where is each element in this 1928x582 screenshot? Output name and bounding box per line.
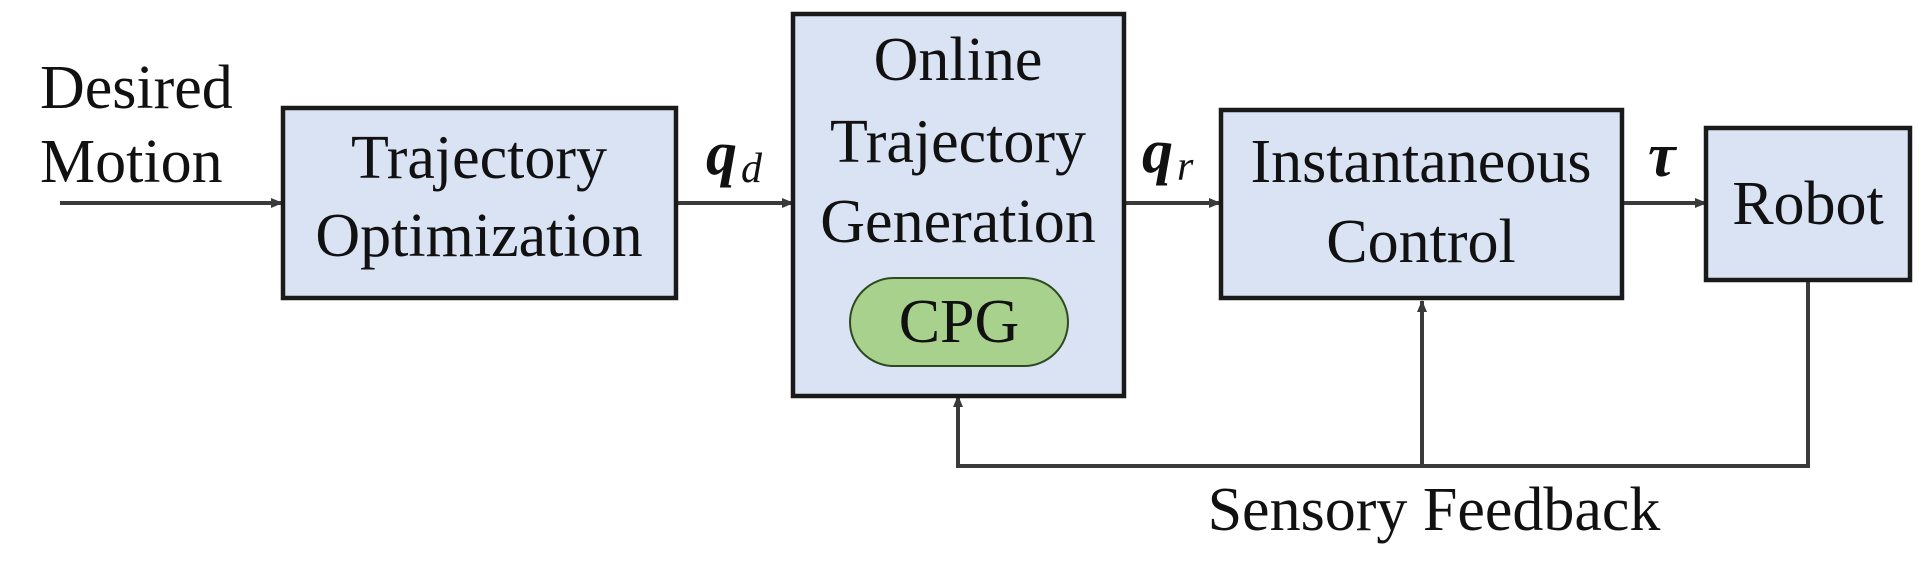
robot-block: Robot <box>1703 125 1913 283</box>
online-generation-label-line2: Trajectory <box>830 108 1086 176</box>
trajectory-optimization-label-line1: Trajectory <box>351 124 607 192</box>
online-trajectory-generation-block: Online Trajectory Generation CPG <box>790 11 1127 399</box>
signal-qd: qd <box>706 120 763 192</box>
trajectory-optimization-label-line2: Optimization <box>315 202 642 270</box>
signal-tau: τ <box>1648 122 1678 190</box>
sensory-feedback-label: Sensory Feedback <box>1208 476 1661 544</box>
cpg-pill <box>849 277 1069 367</box>
instantaneous-control-label-line2: Control <box>1326 208 1515 276</box>
online-generation-label-line1: Online <box>874 26 1043 94</box>
instantaneous-control-block: Instantaneous Control <box>1218 107 1625 301</box>
signal-qr: qr <box>1142 118 1194 190</box>
instantaneous-control-label-line1: Instantaneous <box>1251 128 1592 196</box>
feedback-to-generation <box>953 280 1810 468</box>
input-label-line1: Desired <box>40 54 233 122</box>
online-generation-label-line3: Generation <box>820 188 1095 256</box>
trajectory-optimization-block: Trajectory Optimization <box>280 105 679 301</box>
input-label-line2: Motion <box>40 128 223 196</box>
robot-label: Robot <box>1732 170 1884 238</box>
cpg-label: CPG <box>899 288 1020 356</box>
